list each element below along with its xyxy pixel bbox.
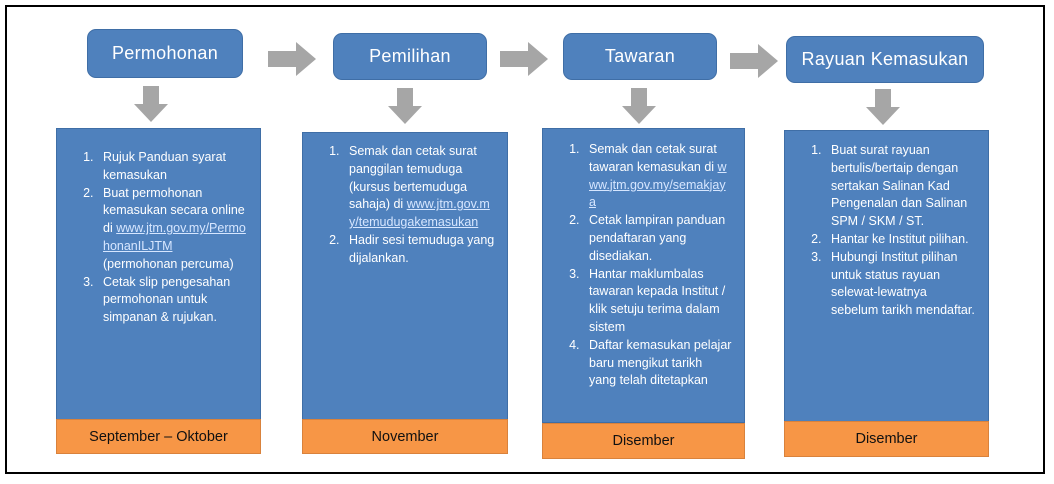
- step-item: Semak dan cetak surat tawaran kemasukan …: [583, 141, 732, 212]
- arrow-down-icon: [388, 88, 422, 124]
- temuduga-link[interactable]: www.jtm.gov.my/temudugakemasukan: [349, 197, 490, 230]
- step-item: Hantar ke Institut pilihan.: [825, 231, 976, 249]
- stage-title: Tawaran: [604, 46, 676, 66]
- arrow-down-icon: [622, 88, 656, 124]
- date-bar-pemilihan: November: [302, 419, 508, 454]
- date-bar-rayuan: Disember: [784, 421, 989, 457]
- semakjaya-link[interactable]: www.jtm.gov.my/semakjaya: [589, 159, 727, 210]
- step-item: Hubungi Institut pilihan untuk status ra…: [825, 249, 976, 320]
- stage-box-permohonan: Permohonan: [87, 29, 243, 78]
- arrow-down-icon: [866, 89, 900, 125]
- step-item: Cetak lampiran panduan pendaftaran yang …: [583, 212, 732, 265]
- step-item: Buat permohonan kemasukan secara online …: [97, 185, 248, 274]
- steps-panel-tawaran: Semak dan cetak surat tawaran kemasukan …: [542, 128, 745, 423]
- step-item: Semak dan cetak surat panggilan temuduga…: [343, 143, 495, 232]
- stage-box-tawaran: Tawaran: [563, 33, 717, 80]
- step-item: Hadir sesi temuduga yang dijalankan.: [343, 232, 495, 268]
- step-item: Daftar kemasukan pelajar baru mengikut t…: [583, 337, 732, 390]
- date-bar-tawaran: Disember: [542, 423, 745, 459]
- stage-title: Rayuan Kemasukan: [801, 49, 969, 69]
- steps-list: Semak dan cetak surat panggilan temuduga…: [303, 143, 507, 268]
- arrow-right-icon: [268, 42, 316, 76]
- step-item: Rujuk Panduan syarat kemasukan: [97, 149, 248, 185]
- arrow-right-icon: [500, 42, 548, 76]
- stage-title: Permohonan: [111, 43, 219, 63]
- stage-title: Pemilihan: [369, 46, 451, 66]
- date-bar-permohonan: September – Oktober: [56, 419, 261, 454]
- arrow-down-icon: [134, 86, 168, 122]
- stage-box-rayuan: Rayuan Kemasukan: [786, 36, 984, 83]
- step-item: Buat surat rayuan bertulis/bertaip denga…: [825, 142, 976, 231]
- steps-panel-rayuan: Buat surat rayuan bertulis/bertaip denga…: [784, 130, 989, 422]
- steps-list: Semak dan cetak surat tawaran kemasukan …: [543, 141, 744, 390]
- step-item: Cetak slip pengesahan permohonan untuk s…: [97, 274, 248, 327]
- steps-list: Rujuk Panduan syarat kemasukan Buat perm…: [57, 149, 260, 327]
- steps-list: Buat surat rayuan bertulis/bertaip denga…: [785, 142, 988, 320]
- step-item: Hantar maklumbalas tawaran kepada Instit…: [583, 266, 732, 337]
- arrow-right-icon: [730, 44, 778, 78]
- steps-panel-pemilihan: Semak dan cetak surat panggilan temuduga…: [302, 132, 508, 420]
- stage-box-pemilihan: Pemilihan: [333, 33, 487, 80]
- permohonan-link[interactable]: www.jtm.gov.my/PermohonanILJTM: [103, 221, 246, 253]
- steps-panel-permohonan: Rujuk Panduan syarat kemasukan Buat perm…: [56, 128, 261, 420]
